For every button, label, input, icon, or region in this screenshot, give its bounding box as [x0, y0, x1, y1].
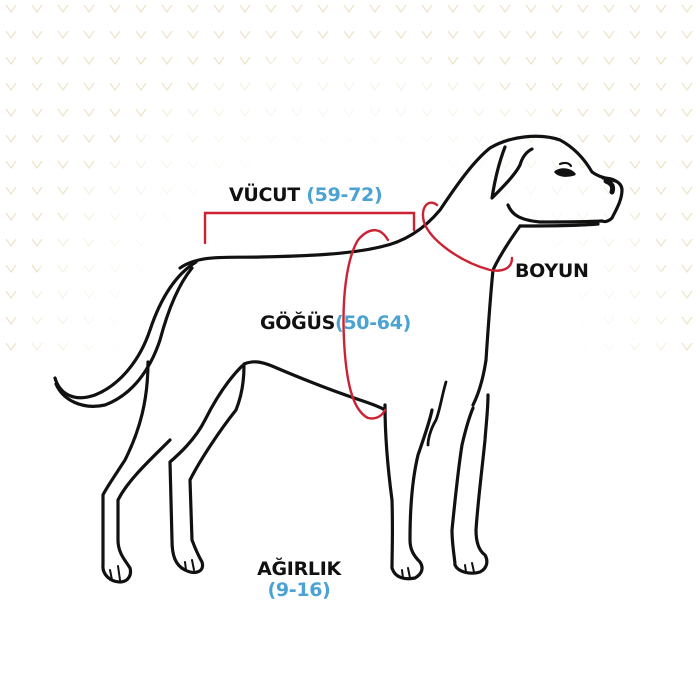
chest-girth-label: GÖĞÜS(50-64)	[260, 314, 411, 333]
dog-neck-front	[471, 224, 522, 407]
dog-jaw	[506, 203, 604, 224]
dog-eye	[554, 168, 576, 177]
dog-ear	[490, 145, 534, 200]
dog-hind-leg-front	[168, 364, 246, 574]
dog-back-line	[178, 134, 617, 270]
chest-girth-loop	[342, 229, 390, 420]
neck-girth-loop	[421, 201, 514, 272]
dog-tail	[53, 260, 198, 400]
dog-hind-leg-back	[101, 360, 172, 584]
dog-belly	[242, 360, 387, 412]
weight-range: (9-16)	[267, 579, 331, 601]
neck-girth-name: BOYUN	[515, 260, 589, 282]
body-length-bracket	[203, 211, 416, 245]
weight-name: AĞIRLIK	[257, 558, 341, 580]
dog-front-leg-near	[450, 393, 490, 575]
dog-front-leg-far	[383, 403, 434, 581]
body-length-name: VÜCUT	[229, 184, 300, 206]
weight-label: AĞIRLIK (9-16)	[256, 560, 342, 600]
body-length-label: VÜCUT (59-72)	[229, 184, 383, 206]
chest-girth-range: (50-64)	[334, 312, 412, 334]
chest-girth-name: GÖĞÜS	[260, 312, 335, 334]
neck-girth-label: BOYUN	[515, 262, 589, 281]
dog-nose	[600, 176, 624, 224]
body-length-range: (59-72)	[306, 184, 383, 206]
